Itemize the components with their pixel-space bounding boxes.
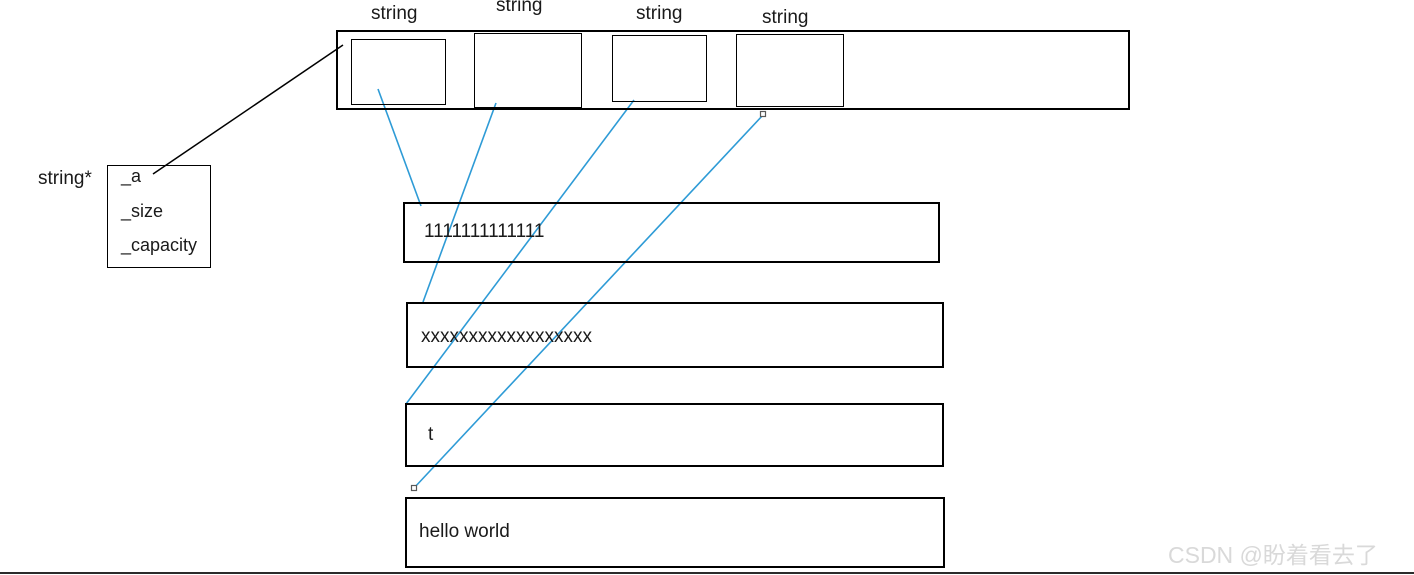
blue-line-string3-to-buffer3 — [405, 99, 635, 405]
pointer-label: string* — [38, 168, 92, 189]
buffer-rect-1 — [403, 202, 940, 263]
string-array-rect — [336, 30, 1130, 110]
struct-field-a: _a — [121, 166, 142, 186]
line-endpoint-handle-bottom — [410, 484, 418, 492]
buffer-rect-2 — [406, 302, 944, 368]
buffer-text-3: t — [428, 424, 434, 445]
buffer-text-2: xxxxxxxxxxxxxxxxxx — [421, 326, 592, 347]
csdn-watermark: CSDN @盼着看去了 — [1168, 542, 1378, 568]
string-label-1: string — [371, 3, 418, 24]
string-label-3: string — [636, 3, 683, 24]
string-object-cell-1 — [351, 39, 446, 105]
string-object-cell-2 — [474, 33, 582, 108]
struct-field-size: _size — [121, 201, 164, 221]
string-object-cell-3 — [612, 35, 707, 102]
pointer-line-struct-to-array — [152, 44, 344, 175]
buffer-rect-3 — [405, 403, 944, 467]
string-object-cell-4 — [736, 34, 844, 107]
struct-field-capacity: _capacity — [121, 235, 198, 255]
buffer-rect-4 — [405, 497, 945, 568]
buffer-text-1: 1111111111111 — [424, 221, 545, 242]
bottom-divider-line — [0, 572, 1414, 574]
vector-struct-box — [107, 165, 211, 268]
string-label-2: string — [496, 0, 543, 16]
blue-line-string4-to-buffer4 — [413, 114, 764, 489]
string-label-4: string — [762, 7, 809, 28]
buffer-text-4: hello world — [419, 521, 510, 542]
line-endpoint-handle-top — [759, 110, 767, 118]
